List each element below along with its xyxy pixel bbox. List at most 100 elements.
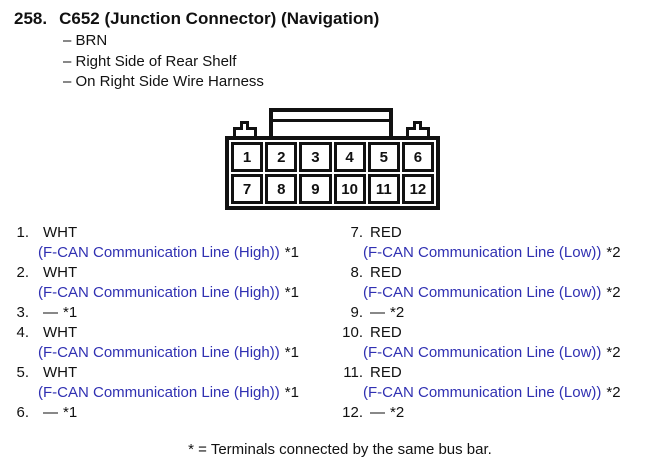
- pin-cavity-6: 6: [401, 142, 434, 172]
- pin-wire-line: 5. WHT: [14, 363, 299, 383]
- pin-entry: 5. WHT (F-CAN Communication Line (High))*…: [14, 363, 299, 403]
- pin-function-line: (F-CAN Communication Line (Low))*2: [335, 343, 621, 363]
- connector-heading: 258. C652 (Junction Connector) (Navigatio…: [14, 9, 379, 29]
- pin-busbar-ref: *1: [284, 344, 299, 361]
- pin-function-line: (F-CAN Communication Line (Low))*2: [335, 283, 621, 303]
- pin-number: 3.: [16, 304, 29, 321]
- pin-function-line: (F-CAN Communication Line (High))*1: [14, 243, 299, 263]
- pin-cavity-5: 5: [367, 142, 400, 172]
- connector-notes: – BRN – Right Side of Rear Shelf – On Ri…: [63, 31, 264, 93]
- pin-cavity-12: 12: [401, 174, 434, 204]
- pin-wire-line: 8. RED: [335, 263, 621, 283]
- pin-number: 1.: [16, 224, 29, 241]
- pin-wire-color: WHT: [43, 264, 78, 281]
- pin-busbar-ref: *1: [284, 284, 299, 301]
- connector-latch: [269, 108, 393, 136]
- pin-cavity-3: 3: [299, 142, 332, 172]
- pin-wire-color: RED: [370, 364, 402, 381]
- pin-wire-color: RED: [370, 224, 402, 241]
- pin-number: 6.: [16, 404, 29, 421]
- pin-cavity-1: 1: [231, 142, 264, 172]
- pin-wire-line: 9. — *2: [335, 303, 621, 323]
- pin-wire-line: 10.RED: [335, 323, 621, 343]
- pin-wire-line: 1. WHT: [14, 223, 299, 243]
- pin-function-line: (F-CAN Communication Line (High))*1: [14, 343, 299, 363]
- pin-wire-line: 12. — *2: [335, 403, 621, 423]
- pin-wire-color: RED: [370, 264, 402, 281]
- pin-busbar-ref: *2: [390, 304, 405, 321]
- pin-busbar-ref: *2: [390, 404, 405, 421]
- pin-cavity-9: 9: [299, 174, 332, 204]
- pin-cavity-8: 8: [265, 174, 298, 204]
- pin-wire-color: WHT: [43, 224, 78, 241]
- connector-harness-note: – On Right Side Wire Harness: [63, 73, 264, 90]
- pin-entry: 3. — *1: [14, 303, 299, 323]
- pin-function: (F-CAN Communication Line (High)): [38, 344, 280, 361]
- pin-wire-color: WHT: [43, 364, 78, 381]
- pin-number: 4.: [16, 324, 29, 341]
- pin-number: 5.: [16, 364, 29, 381]
- pin-busbar-ref: *2: [606, 284, 621, 301]
- pin-wire-line: 3. — *1: [14, 303, 299, 323]
- pin-function-line: (F-CAN Communication Line (High))*1: [14, 283, 299, 303]
- connector-title: C652 (Junction Connector) (Navigation): [59, 9, 380, 28]
- pin-entry: 12. — *2: [335, 403, 621, 423]
- pin-function-line: (F-CAN Communication Line (Low))*2: [335, 383, 621, 403]
- pin-busbar-ref: *1: [284, 244, 299, 261]
- connector-wire-color-note: – BRN: [63, 32, 108, 49]
- connector-location-note: – Right Side of Rear Shelf: [63, 52, 237, 70]
- pin-wire-line: 6. — *1: [14, 403, 299, 423]
- pin-number: 12.: [342, 404, 363, 421]
- pin-wire-line: 2. WHT: [14, 263, 299, 283]
- pin-entry: 4. WHT (F-CAN Communication Line (High))*…: [14, 323, 299, 363]
- pin-function: (F-CAN Communication Line (Low)): [363, 344, 602, 361]
- pin-wire-color: —: [370, 404, 385, 421]
- pin-number: 2.: [16, 264, 29, 281]
- pin-function-line: (F-CAN Communication Line (Low))*2: [335, 243, 621, 263]
- pin-wire-color: —: [43, 304, 58, 321]
- pin-entry: 1. WHT (F-CAN Communication Line (High))*…: [14, 223, 299, 263]
- pin-entry: 9. — *2: [335, 303, 621, 323]
- pin-wire-color: —: [370, 304, 385, 321]
- pin-list-right: 7.RED (F-CAN Communication Line (Low))*2…: [335, 223, 621, 423]
- pin-list-left: 1.WHT (F-CAN Communication Line (High))*…: [14, 223, 299, 423]
- pin-number: 9.: [350, 304, 363, 321]
- pin-entry: 2. WHT (F-CAN Communication Line (High))*…: [14, 263, 299, 303]
- connector-figure: 1 2 3 4 5 6 7 8 9 10 11 12: [225, 108, 440, 210]
- pin-busbar-ref: *1: [284, 384, 299, 401]
- pin-function-line: (F-CAN Communication Line (High))*1: [14, 383, 299, 403]
- pin-function: (F-CAN Communication Line (Low)): [363, 384, 602, 401]
- pin-wire-color: WHT: [43, 324, 78, 341]
- pin-busbar-ref: *1: [63, 404, 78, 421]
- pin-wire-color: —: [43, 404, 58, 421]
- pin-busbar-ref: *2: [606, 244, 621, 261]
- pin-number: 10.: [342, 324, 363, 341]
- pin-entry: 7. RED (F-CAN Communication Line (Low))*2: [335, 223, 621, 263]
- connector-shell: 1 2 3 4 5 6 7 8 9 10 11 12: [225, 136, 440, 210]
- pin-busbar-ref: *2: [606, 384, 621, 401]
- pin-function: (F-CAN Communication Line (High)): [38, 384, 280, 401]
- pin-busbar-ref: *1: [63, 304, 78, 321]
- pin-wire-line: 7. RED: [335, 223, 621, 243]
- pin-cavity-2: 2: [265, 142, 298, 172]
- pin-busbar-ref: *2: [606, 344, 621, 361]
- pin-number: 7.: [350, 224, 363, 241]
- pin-entry: 10.RED (F-CAN Communication Line (Low))*…: [335, 323, 621, 363]
- pin-cavity-4: 4: [333, 142, 366, 172]
- pin-number: 8.: [350, 264, 363, 281]
- pin-cavity-11: 11: [367, 174, 400, 204]
- busbar-footnote: * = Terminals connected by the same bus …: [188, 441, 492, 458]
- pin-function: (F-CAN Communication Line (High)): [38, 284, 280, 301]
- pin-wire-line: 4. WHT: [14, 323, 299, 343]
- connector-index: 258.: [14, 9, 48, 28]
- pin-function: (F-CAN Communication Line (Low)): [363, 284, 602, 301]
- pin-entry: 11.RED (F-CAN Communication Line (Low))*…: [335, 363, 621, 403]
- pin-wire-line: 11.RED: [335, 363, 621, 383]
- pin-function: (F-CAN Communication Line (Low)): [363, 244, 602, 261]
- pin-entry: 8. RED (F-CAN Communication Line (Low))*2: [335, 263, 621, 303]
- pin-entry: 6. — *1: [14, 403, 299, 423]
- pin-function: (F-CAN Communication Line (High)): [38, 244, 280, 261]
- latch-divider-line: [273, 119, 389, 122]
- guide-rib-left-tab: [240, 121, 249, 130]
